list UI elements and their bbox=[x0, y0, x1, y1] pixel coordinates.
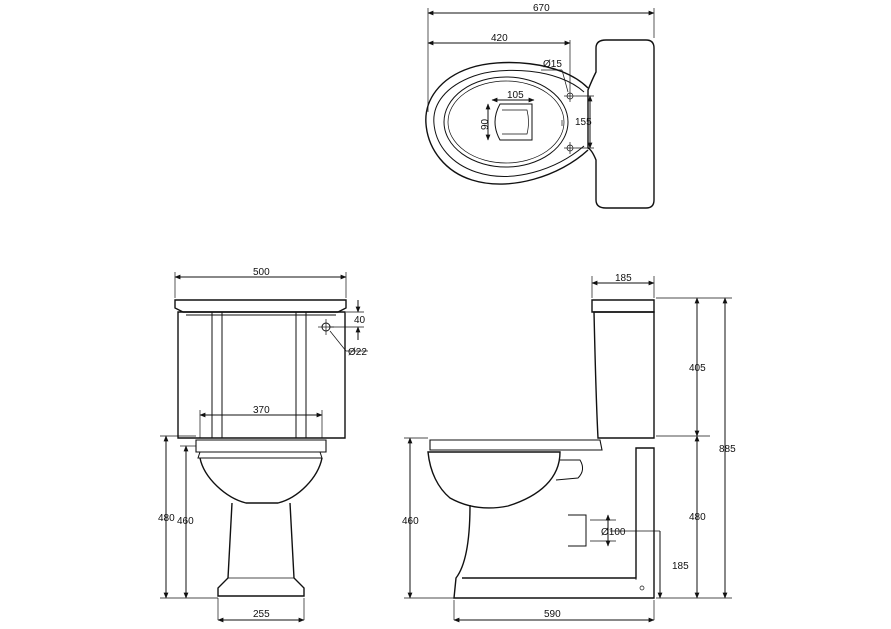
dim-front-height-460: 460 bbox=[177, 516, 194, 527]
side-pan-body bbox=[453, 447, 655, 599]
dim-side-height-480: 480 bbox=[689, 512, 706, 523]
dim-top-bowl: 420 bbox=[491, 33, 508, 44]
dim-front-inlet-h: 40 bbox=[354, 315, 366, 326]
dim-top-hole-spacing: 155 bbox=[575, 117, 592, 128]
dim-top-overall: 670 bbox=[533, 3, 550, 14]
side-view: 185 405 885 480 460 Ø100 185 590 bbox=[402, 273, 736, 623]
dim-top-outlet-h: 90 bbox=[480, 118, 491, 130]
dim-front-base-w: 255 bbox=[253, 609, 270, 620]
dim-side-cistern-depth: 185 bbox=[615, 273, 632, 284]
top-fixing-hole-upper bbox=[564, 90, 576, 102]
top-bowl-basin bbox=[443, 76, 569, 168]
dim-side-height-460: 460 bbox=[402, 516, 419, 527]
dim-front-inlet-dia: Ø22 bbox=[348, 347, 367, 358]
front-view: 500 40 Ø22 370 480 460 255 bbox=[158, 267, 368, 623]
front-cistern-lid bbox=[174, 299, 347, 313]
dim-front-cistern-w: 500 bbox=[253, 267, 270, 278]
dim-side-depth: 590 bbox=[544, 609, 561, 620]
front-seat bbox=[195, 439, 327, 453]
dim-side-outlet-h: 185 bbox=[672, 561, 689, 572]
dim-front-height-480: 480 bbox=[158, 513, 175, 524]
dim-side-cistern-h: 405 bbox=[689, 363, 706, 374]
dim-side-overall-h: 885 bbox=[719, 444, 736, 455]
top-cistern-outline bbox=[587, 39, 655, 209]
front-pedestal bbox=[217, 502, 305, 597]
top-outlet bbox=[494, 103, 533, 141]
dim-side-outlet-dia: Ø100 bbox=[601, 527, 626, 538]
top-bowl-basin-inner bbox=[447, 80, 565, 164]
top-view: 670 420 Ø15 105 90 155 bbox=[425, 3, 655, 209]
side-bowl bbox=[427, 451, 561, 509]
top-bowl-rim bbox=[425, 61, 589, 185]
front-bowl bbox=[199, 457, 323, 504]
side-cistern-body bbox=[593, 311, 655, 439]
dim-top-hole-dia: Ø15 bbox=[543, 59, 562, 70]
side-seat bbox=[429, 439, 603, 451]
side-outlet bbox=[568, 514, 616, 547]
side-cistern-lid bbox=[591, 299, 655, 313]
front-cistern-body bbox=[177, 311, 346, 439]
top-fixing-hole-lower bbox=[564, 142, 576, 154]
top-bowl-rim-inner bbox=[433, 69, 585, 177]
dim-top-outlet-w: 105 bbox=[507, 90, 524, 101]
dim-front-seat-w: 370 bbox=[253, 405, 270, 416]
